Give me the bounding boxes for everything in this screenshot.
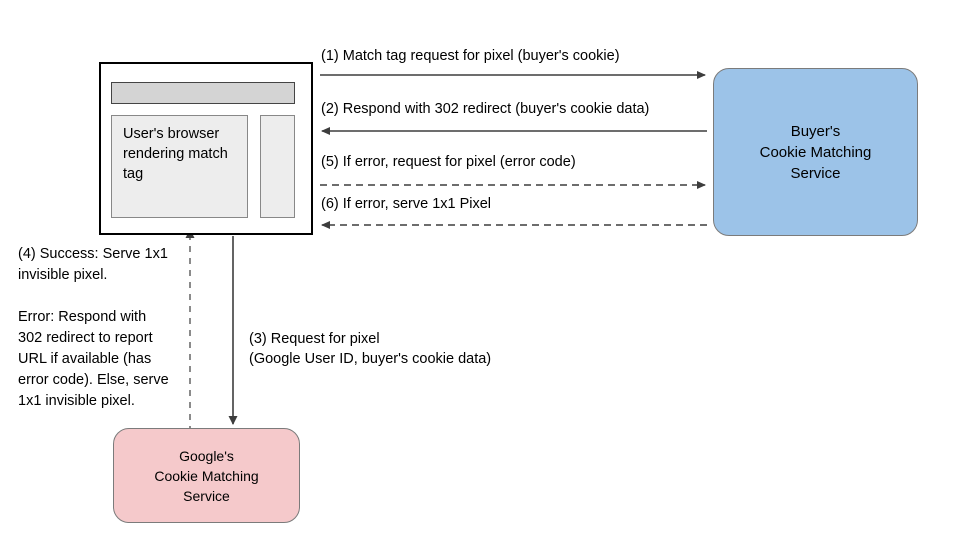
browser-sidebar-pane — [260, 115, 295, 218]
google-service-label: Google's Cookie Matching Service — [154, 447, 259, 504]
message-label-step-4: (4) Success: Serve 1x1 invisible pixel. … — [18, 246, 169, 409]
message-label-step-3: (3) Request for pixel (Google User ID, b… — [249, 331, 492, 367]
message-label-step-1: (1) Match tag request for pixel (buyer's… — [321, 48, 620, 64]
google-cookie-matching-service-node: Google's Cookie Matching Service — [113, 428, 300, 523]
browser-titlebar — [111, 82, 295, 104]
browser-content-pane: User's browser rendering match tag — [111, 115, 248, 218]
message-label-step-6: (6) If error, serve 1x1 Pixel — [321, 196, 492, 212]
buyer-service-label: Buyer's Cookie Matching Service — [759, 122, 872, 182]
message-label-step-2: (2) Respond with 302 redirect (buyer's c… — [321, 101, 650, 117]
browser-content-label: User's browser rendering match tag — [123, 126, 228, 182]
buyer-cookie-matching-service-node: Buyer's Cookie Matching Service — [713, 68, 918, 236]
message-label-step-5: (5) If error, request for pixel (error c… — [321, 154, 576, 170]
